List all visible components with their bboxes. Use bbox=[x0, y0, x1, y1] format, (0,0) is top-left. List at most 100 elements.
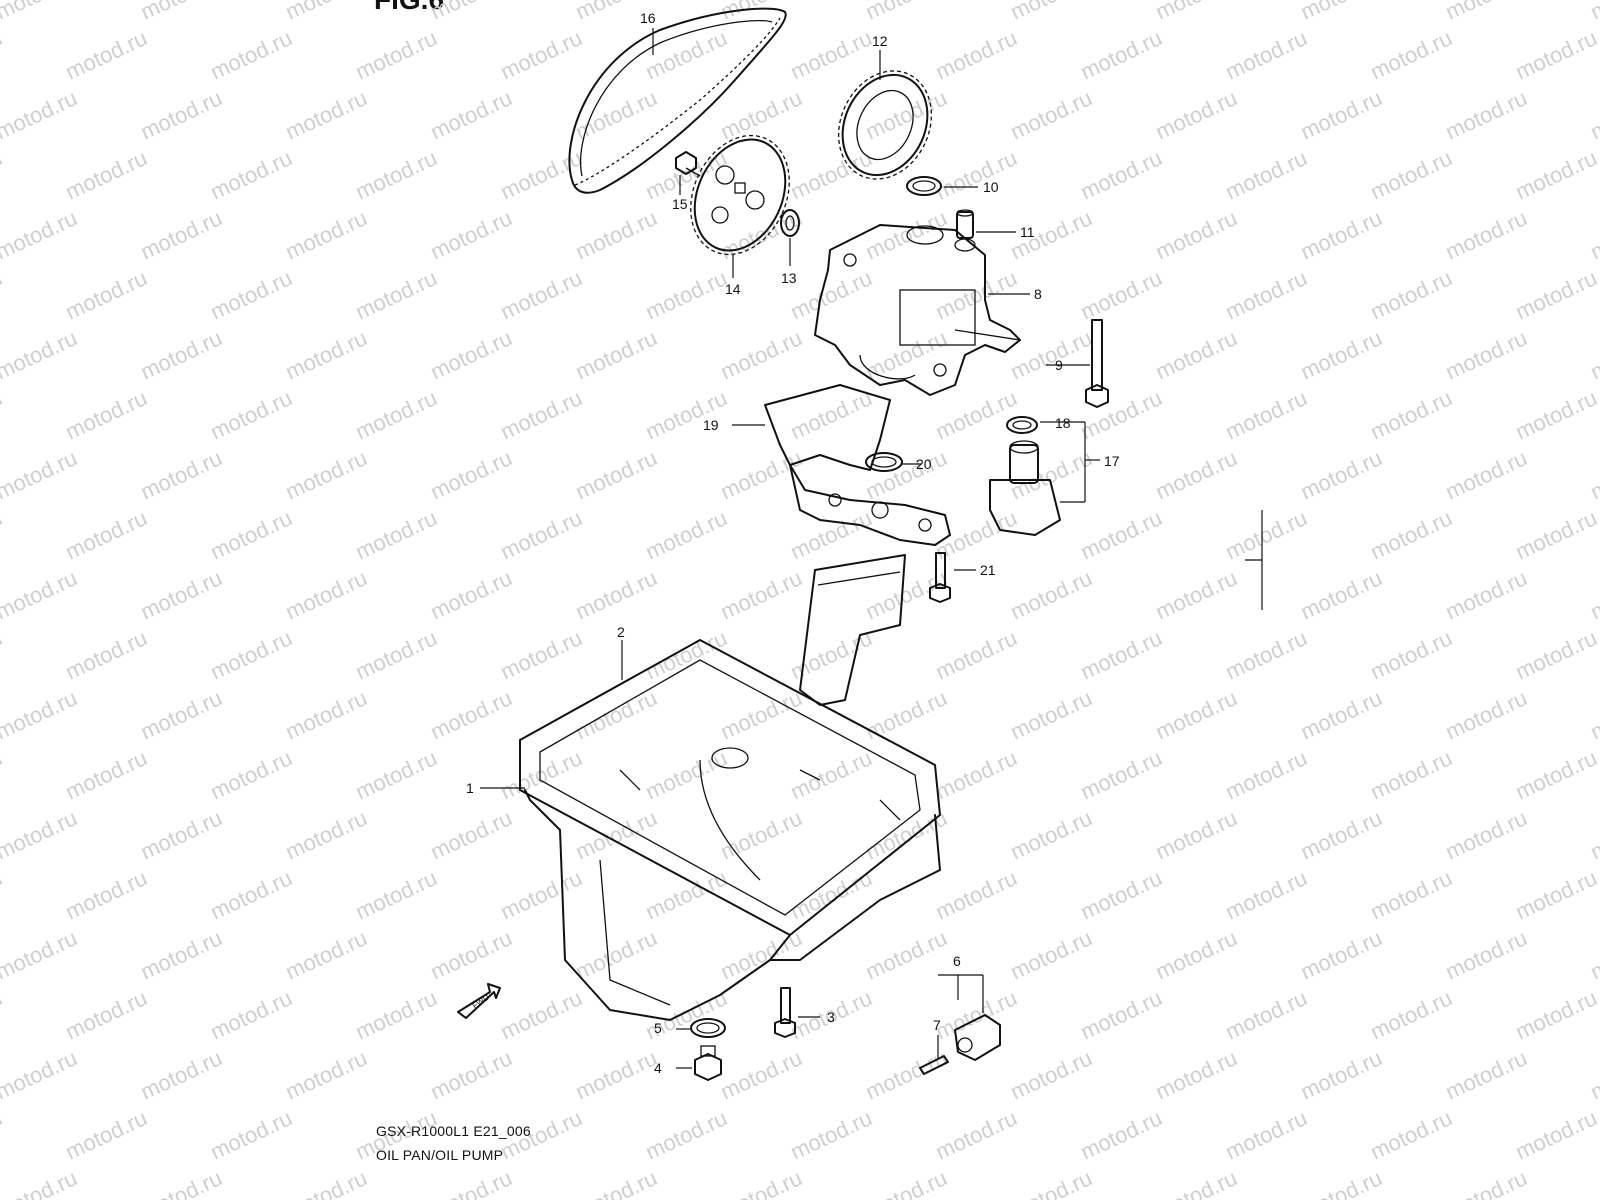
figure-title: FIG.6 bbox=[374, 0, 444, 16]
watermark-text: motod.ru bbox=[62, 865, 151, 924]
o-ring-part-20[interactable] bbox=[865, 452, 903, 472]
watermark-text: motod.ru bbox=[1152, 205, 1241, 264]
o-ring-part-10[interactable] bbox=[906, 176, 942, 196]
callout-19: 19 bbox=[703, 417, 719, 433]
watermark-text: motod.ru bbox=[642, 265, 731, 324]
watermark-text: motod.ru bbox=[1297, 445, 1386, 504]
watermark-text: motod.ru bbox=[787, 745, 876, 804]
watermark-text: motod.ru bbox=[1222, 625, 1311, 684]
watermark-text: motod.ru bbox=[1077, 505, 1166, 564]
watermark-text: motod.ru bbox=[1587, 85, 1600, 144]
watermark-text: motod.ru bbox=[0, 385, 6, 444]
watermark-text: motod.ru bbox=[282, 925, 371, 984]
bolt-part-3[interactable] bbox=[774, 987, 796, 1038]
watermark-text: motod.ru bbox=[1152, 565, 1241, 624]
oil-pan-gasket-part-2[interactable] bbox=[519, 639, 941, 936]
watermark-text: motod.ru bbox=[352, 505, 441, 564]
watermark-text: motod.ru bbox=[282, 565, 371, 624]
watermark-text: motod.ru bbox=[207, 985, 296, 1044]
watermark-text: motod.ru bbox=[207, 745, 296, 804]
watermark-text: motod.ru bbox=[787, 145, 876, 204]
watermark-text: motod.ru bbox=[282, 445, 371, 504]
washer-part-13[interactable] bbox=[780, 209, 800, 237]
watermark-text: motod.ru bbox=[1587, 1165, 1600, 1200]
sprocket-part-14[interactable] bbox=[672, 119, 808, 270]
oil-pump-part-8[interactable] bbox=[814, 224, 1021, 396]
watermark-text: motod.ru bbox=[717, 1165, 806, 1200]
watermark-text: motod.ru bbox=[0, 0, 81, 25]
bolt-part-15[interactable] bbox=[675, 151, 701, 177]
watermark-text: motod.ru bbox=[787, 385, 876, 444]
watermark-text: motod.ru bbox=[137, 0, 226, 25]
watermark-text: motod.ru bbox=[1077, 385, 1166, 444]
watermark-text: motod.ru bbox=[1367, 985, 1456, 1044]
watermark-text: motod.ru bbox=[787, 1105, 876, 1164]
watermark-text: motod.ru bbox=[0, 1165, 81, 1200]
callout-numbers: 1 2 3 4 5 6 7 8 9 10 11 12 13 14 15 16 1… bbox=[466, 10, 1120, 1076]
watermark-text: motod.ru bbox=[862, 565, 951, 624]
drain-plug-part-4[interactable] bbox=[694, 1045, 722, 1081]
gasket-part-5[interactable] bbox=[690, 1018, 726, 1038]
callout-8: 8 bbox=[1034, 286, 1042, 302]
watermark-text: motod.ru bbox=[282, 325, 371, 384]
watermark-text: motod.ru bbox=[787, 265, 876, 324]
watermark-text: motod.ru bbox=[1367, 865, 1456, 924]
o-ring-part-18[interactable] bbox=[1006, 416, 1038, 434]
callout-14: 14 bbox=[725, 281, 741, 297]
bracket-mark bbox=[1245, 510, 1263, 610]
watermark-text: motod.ru bbox=[1442, 1045, 1531, 1104]
watermark-text: motod.ru bbox=[1007, 1045, 1096, 1104]
watermark-text: motod.ru bbox=[427, 1045, 516, 1104]
watermark-text: motod.ru bbox=[572, 925, 661, 984]
watermark-text: motod.ru bbox=[1512, 985, 1600, 1044]
watermark-text: motod.ru bbox=[427, 565, 516, 624]
bolt-part-9[interactable] bbox=[1085, 319, 1109, 408]
bolt-part-21[interactable] bbox=[929, 552, 951, 603]
watermark-text: motod.ru bbox=[0, 325, 81, 384]
watermark-text: motod.ru bbox=[1587, 445, 1600, 504]
watermark-text: motod.ru bbox=[1007, 1165, 1096, 1200]
watermark-text: motod.ru bbox=[717, 85, 806, 144]
model-code: GSX-R1000L1 E21_006 bbox=[376, 1123, 531, 1139]
watermark-text: motod.ru bbox=[932, 985, 1021, 1044]
sprocket-part-12[interactable] bbox=[821, 56, 948, 195]
watermark-text: motod.ru bbox=[1152, 445, 1241, 504]
section-title: OIL PAN/OIL PUMP bbox=[376, 1147, 504, 1163]
cam-chain-part-16[interactable] bbox=[568, 7, 787, 194]
oil-pan-part-1[interactable] bbox=[524, 747, 941, 1021]
watermark-text: motod.ru bbox=[862, 685, 951, 744]
oil-pickup-tube[interactable] bbox=[799, 554, 906, 706]
watermark-text: motod.ru bbox=[1297, 685, 1386, 744]
watermark-text: motod.ru bbox=[642, 1105, 731, 1164]
watermark-text: motod.ru bbox=[137, 445, 226, 504]
watermark-text: motod.ru bbox=[1007, 685, 1096, 744]
watermark-text: motod.ru bbox=[862, 0, 951, 25]
watermark-text: motod.ru bbox=[1077, 745, 1166, 804]
watermark-text: motod.ru bbox=[1007, 805, 1096, 864]
watermark-text: motod.ru bbox=[642, 745, 731, 804]
watermark-text: motod.ru bbox=[207, 145, 296, 204]
watermark-text: motod.ru bbox=[427, 1165, 516, 1200]
oil-pressure-switch-part-6[interactable] bbox=[954, 1014, 1001, 1061]
callout-15: 15 bbox=[672, 196, 688, 212]
watermark-text: motod.ru bbox=[62, 745, 151, 804]
callout-20: 20 bbox=[916, 456, 932, 472]
bolt-part-7[interactable] bbox=[919, 1055, 949, 1075]
watermark-text: motod.ru bbox=[572, 85, 661, 144]
watermark-text: motod.ru bbox=[1297, 0, 1386, 25]
watermark-text: motod.ru bbox=[0, 25, 6, 84]
watermark-text: motod.ru bbox=[1297, 85, 1386, 144]
watermark-text: motod.ru bbox=[497, 385, 586, 444]
watermark-text: motod.ru bbox=[1222, 385, 1311, 444]
regulator-part-17[interactable] bbox=[989, 440, 1061, 536]
watermark-text: motod.ru bbox=[717, 1045, 806, 1104]
watermark-text: motod.ru bbox=[572, 805, 661, 864]
watermark-text: motod.ru bbox=[1512, 745, 1600, 804]
watermark-text: motod.ru bbox=[1367, 505, 1456, 564]
watermark-text: motod.ru bbox=[1007, 85, 1096, 144]
watermark-text: motod.ru bbox=[137, 565, 226, 624]
watermark-text: motod.ru bbox=[862, 85, 951, 144]
watermark-text: motod.ru bbox=[1512, 265, 1600, 324]
oil-strainer-part-19[interactable] bbox=[764, 384, 951, 546]
watermark-text: motod.ru bbox=[1442, 565, 1531, 624]
